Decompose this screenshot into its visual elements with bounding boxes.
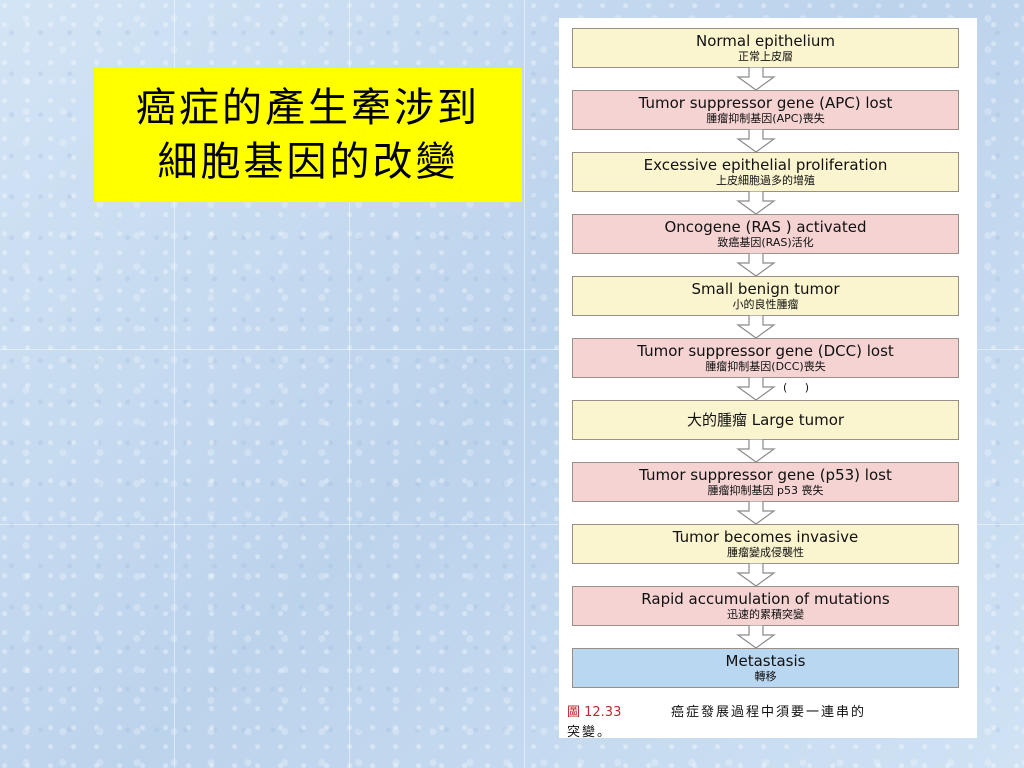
step-label-zh: 小的良性腫瘤 xyxy=(732,298,799,311)
down-arrow-icon xyxy=(736,129,776,153)
background-tile-line xyxy=(524,0,525,768)
step-label-en: Tumor suppressor gene (APC) lost xyxy=(638,94,893,112)
step-label-en: Tumor suppressor gene (p53) lost xyxy=(639,466,892,484)
caption-text-line1: 癌症發展過程中須要一連串的 xyxy=(671,705,867,720)
background-tile-line xyxy=(0,524,1024,525)
caption-text-line2: 突變。 xyxy=(567,725,613,740)
background-tile-line xyxy=(174,0,175,768)
step-label-zh: 腫瘤抑制基因(DCC)喪失 xyxy=(705,360,826,373)
step-label-zh: 腫瘤抑制基因 p53 喪失 xyxy=(707,484,824,497)
step-label-en: Metastasis xyxy=(725,652,806,670)
background-tile-line xyxy=(349,0,350,768)
down-arrow-icon xyxy=(736,563,776,587)
step-label-zh: 腫瘤抑制基因(APC)喪失 xyxy=(706,112,825,125)
step-label-en: Normal epithelium xyxy=(695,32,836,50)
down-arrow-icon xyxy=(736,67,776,91)
down-arrow-icon xyxy=(736,501,776,525)
down-arrow-icon xyxy=(736,439,776,463)
step-label-en: Tumor becomes invasive xyxy=(672,528,859,546)
caption-figure-number: 圖 12.33 xyxy=(567,705,622,720)
step-label-zh: 迅速的累積突變 xyxy=(727,608,804,621)
step-label-zh: 致癌基因(RAS)活化 xyxy=(717,236,814,249)
down-arrow-icon xyxy=(736,377,776,401)
step-label-en: Excessive epithelial proliferation xyxy=(643,156,888,174)
step-label-en: Oncogene (RAS ) activated xyxy=(664,218,867,236)
step-label-zh: 轉移 xyxy=(754,670,777,683)
step-label-en: Small benign tumor xyxy=(691,280,840,298)
step-label-en: 大的腫瘤 Large tumor xyxy=(686,410,845,429)
down-arrow-icon xyxy=(736,253,776,277)
down-arrow-icon xyxy=(736,191,776,215)
down-arrow-icon xyxy=(736,315,776,339)
arrow-annotation: ( ) xyxy=(783,381,810,394)
step-label-en: Tumor suppressor gene (DCC) lost xyxy=(637,342,894,360)
slide-title: 癌症的產生牽涉到 細胞基因的改變 xyxy=(136,85,480,185)
slide-title-box[interactable]: 癌症的產生牽涉到 細胞基因的改變 xyxy=(94,68,522,202)
down-arrow-icon xyxy=(736,625,776,649)
step-box-large-tumor: 大的腫瘤 Large tumor xyxy=(572,400,959,440)
step-label-zh: 上皮細胞過多的增殖 xyxy=(716,174,815,187)
step-label-zh: 正常上皮層 xyxy=(738,50,793,63)
background-tile-line xyxy=(0,349,1024,350)
step-label-zh: 腫瘤變成侵襲性 xyxy=(727,546,804,559)
step-label-en: Rapid accumulation of mutations xyxy=(641,590,890,608)
